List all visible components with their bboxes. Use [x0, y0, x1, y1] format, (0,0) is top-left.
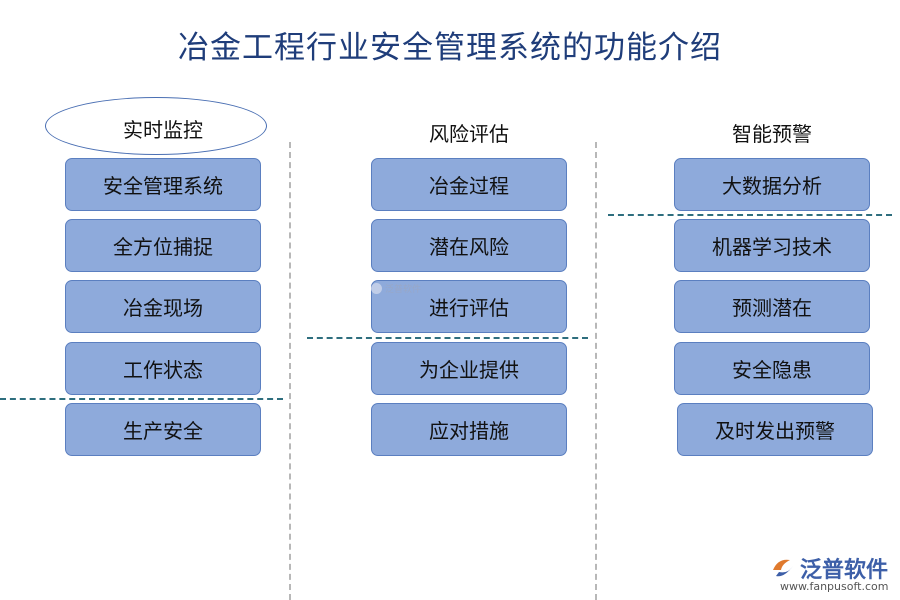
watermark-logo-icon: [371, 283, 382, 294]
box-col2-2: 潜在风险: [371, 219, 567, 272]
box-col1-1: 安全管理系统: [65, 158, 261, 211]
box-col3-5: 及时发出预警: [677, 403, 873, 456]
heading-highlight-oval: [45, 97, 267, 155]
box-col2-3: 进行评估: [371, 280, 567, 333]
column-divider-2: [595, 142, 597, 600]
box-col1-3: 冶金现场: [65, 280, 261, 333]
column-heading-smart-warning: 智能预警: [732, 122, 812, 146]
dashed-separator-col2: [307, 337, 588, 339]
box-col3-1: 大数据分析: [674, 158, 870, 211]
box-col3-4: 安全隐患: [674, 342, 870, 395]
box-col2-1: 冶金过程: [371, 158, 567, 211]
box-col1-4: 工作状态: [65, 342, 261, 395]
column-divider-1: [289, 142, 291, 600]
box-col1-2: 全方位捕捉: [65, 219, 261, 272]
brand-logo-url: www.fanpusoft.com: [780, 580, 889, 593]
brand-logo-icon: [773, 559, 793, 577]
box-col1-5: 生产安全: [65, 403, 261, 456]
watermark-text: 泛普软件: [385, 285, 422, 295]
box-col3-2: 机器学习技术: [674, 219, 870, 272]
watermark: 泛普软件: [371, 282, 421, 295]
box-col2-5: 应对措施: [371, 403, 567, 456]
column-heading-realtime-monitoring: 实时监控: [123, 118, 203, 142]
dashed-separator-col1: [0, 398, 283, 400]
box-col2-4: 为企业提供: [371, 342, 567, 395]
brand-logo-name: 泛普软件: [800, 558, 889, 583]
brand-logo: 泛普软件: [770, 552, 888, 584]
column-heading-risk-assessment: 风险评估: [429, 122, 509, 146]
box-col3-3: 预测潜在: [674, 280, 870, 333]
dashed-separator-col3: [608, 214, 892, 216]
diagram-title: 冶金工程行业安全管理系统的功能介绍: [178, 30, 722, 66]
